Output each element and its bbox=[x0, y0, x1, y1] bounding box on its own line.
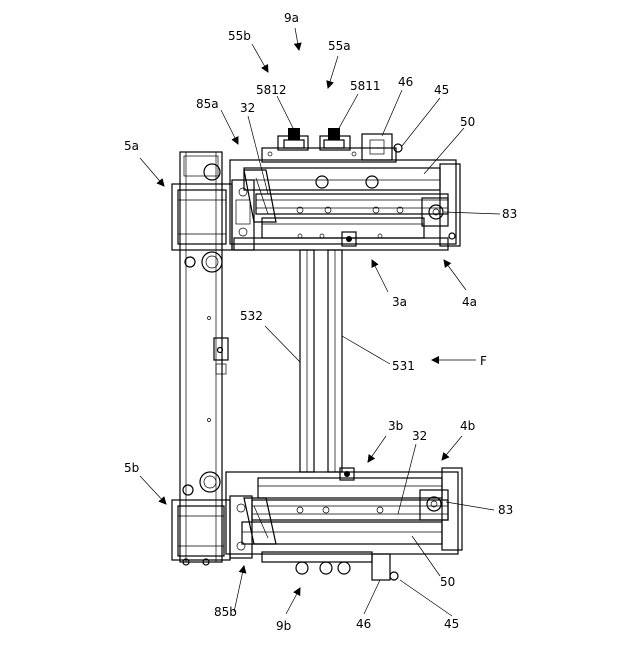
label-9b: 9b bbox=[276, 619, 291, 633]
label-32-bot: 32 bbox=[412, 429, 427, 443]
label-46-top: 46 bbox=[398, 75, 413, 89]
label-83-top: 83 bbox=[502, 207, 517, 221]
label-45-top: 45 bbox=[434, 83, 449, 97]
label-5811: 5811 bbox=[350, 79, 381, 93]
label-F: F bbox=[480, 354, 487, 368]
label-83-bot: 83 bbox=[498, 503, 513, 517]
center-rails bbox=[300, 250, 342, 472]
label-50-bot: 50 bbox=[440, 575, 455, 589]
label-45-bot: 45 bbox=[444, 617, 459, 631]
label-32-top: 32 bbox=[240, 101, 255, 115]
label-4a: 4a bbox=[462, 295, 477, 309]
upper-left-motor-block bbox=[172, 164, 254, 272]
lower-left-motor-block bbox=[172, 472, 252, 565]
leader-lines bbox=[140, 28, 500, 616]
label-50-top: 50 bbox=[460, 115, 475, 129]
label-46-bot: 46 bbox=[356, 617, 371, 631]
label-5b: 5b bbox=[124, 461, 139, 475]
label-5a: 5a bbox=[124, 139, 139, 153]
label-532: 532 bbox=[240, 309, 263, 323]
label-3a: 3a bbox=[392, 295, 407, 309]
label-9a: 9a bbox=[284, 11, 299, 25]
label-85a: 85a bbox=[196, 97, 219, 111]
label-85b: 85b bbox=[214, 605, 237, 619]
label-55a: 55a bbox=[328, 39, 351, 53]
label-4b: 4b bbox=[460, 419, 475, 433]
label-5812: 5812 bbox=[256, 83, 287, 97]
lower-assembly bbox=[226, 468, 462, 580]
gear-5811-icon bbox=[324, 128, 344, 148]
upper-assembly bbox=[230, 128, 460, 250]
label-55b: 55b bbox=[228, 29, 251, 43]
label-531: 531 bbox=[392, 359, 415, 373]
gear-5812-icon bbox=[284, 128, 304, 148]
label-3b: 3b bbox=[388, 419, 403, 433]
